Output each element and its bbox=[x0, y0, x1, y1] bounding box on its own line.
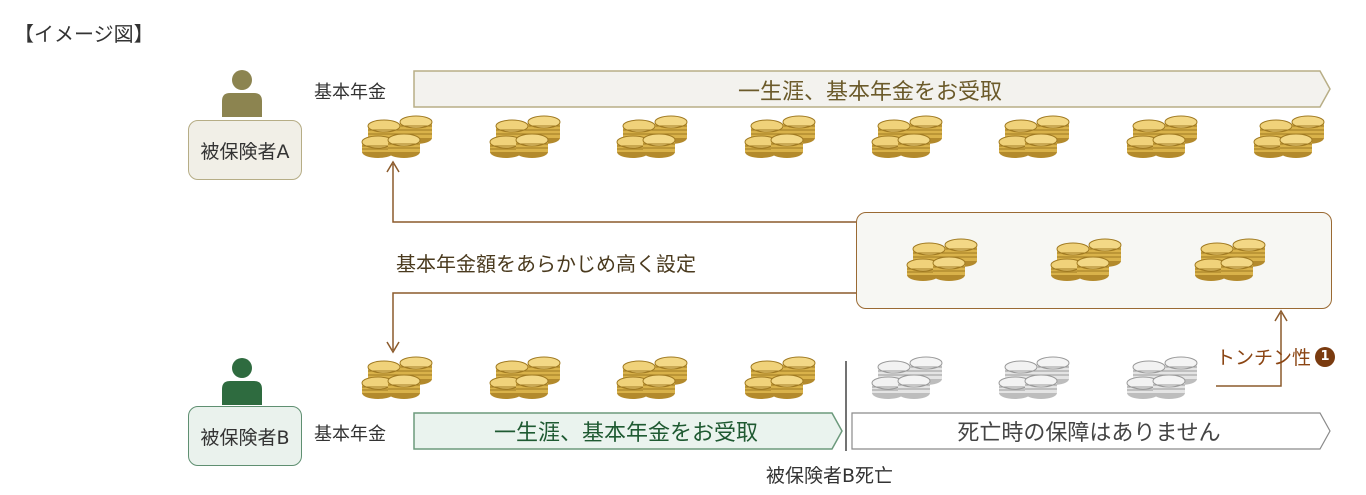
person-b-label: 被保険者B bbox=[188, 406, 302, 466]
coin-stack-silver-icon bbox=[871, 356, 943, 399]
coin-stack-silver-icon bbox=[1126, 356, 1198, 399]
coin-stack-icon bbox=[1126, 115, 1198, 158]
coin-stack-icon bbox=[361, 356, 433, 399]
coin-stack-icon bbox=[871, 115, 943, 158]
pool-box bbox=[856, 212, 1332, 309]
arrow-to-a bbox=[386, 160, 856, 223]
coin-stack-icon bbox=[361, 115, 433, 158]
death-caption: 被保険者B死亡 bbox=[766, 465, 894, 487]
annuity-bar-b bbox=[413, 412, 843, 450]
coin-row-a bbox=[361, 115, 1325, 158]
coin-row-b bbox=[361, 356, 816, 399]
coin-stack-silver-icon bbox=[998, 356, 1070, 399]
coin-stack-icon bbox=[489, 356, 561, 399]
person-a-label: 被保険者A bbox=[188, 120, 302, 180]
annuity-label-b: 基本年金 bbox=[314, 424, 386, 445]
bar-a-text: 一生涯、基本年金をお受取 bbox=[737, 80, 1002, 105]
arrow-to-b bbox=[386, 292, 856, 354]
coin-stack-icon bbox=[1253, 115, 1325, 158]
coin-stack-icon bbox=[744, 356, 816, 399]
annuity-bar-a bbox=[413, 70, 1331, 108]
tontine-label: トンチン性 1 bbox=[1216, 343, 1336, 370]
caption-text: 基本年金額をあらかじめ高く設定 bbox=[396, 252, 696, 276]
coin-stack-icon bbox=[1194, 238, 1266, 281]
coin-stack-icon bbox=[744, 115, 816, 158]
coin-stack-icon bbox=[1050, 238, 1122, 281]
coin-stack-icon bbox=[998, 115, 1070, 158]
coin-stack-icon bbox=[616, 356, 688, 399]
coin-stack-icon bbox=[489, 115, 561, 158]
person-a-icon bbox=[222, 70, 262, 117]
tontine-text: トンチン性 bbox=[1216, 347, 1312, 369]
no-coverage-bar bbox=[851, 412, 1331, 450]
silver-coin-row-b bbox=[871, 356, 1198, 399]
coin-stack-icon bbox=[906, 238, 978, 281]
page-title: 【イメージ図】 bbox=[14, 22, 154, 46]
coin-stack-icon bbox=[616, 115, 688, 158]
annuity-label-a: 基本年金 bbox=[314, 82, 386, 103]
tontine-arrow bbox=[1216, 309, 1288, 387]
bar-b-text: 一生涯、基本年金をお受取 bbox=[493, 421, 758, 446]
no-coverage-text: 死亡時の保障はありません bbox=[957, 421, 1221, 446]
tontine-number-badge: 1 bbox=[1315, 346, 1336, 367]
person-b-icon bbox=[222, 358, 262, 405]
